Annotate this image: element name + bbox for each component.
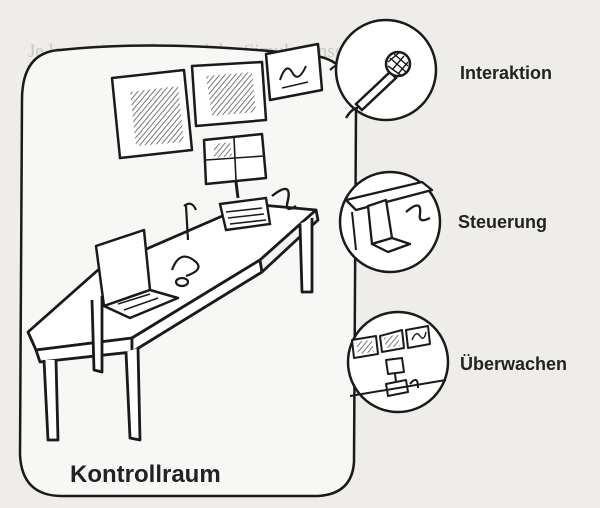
circle-steuerung <box>338 170 442 274</box>
circle-interaktion <box>334 18 438 122</box>
desk-monitor <box>202 132 268 199</box>
desk-keyboard <box>218 187 297 232</box>
label-steuerung: Steuerung <box>458 212 548 232</box>
label-interaktion: Interaktion <box>460 63 553 83</box>
microphone-icon <box>344 50 412 119</box>
label-ueberwachen: Überwachen <box>460 354 568 374</box>
monitor-chart <box>264 42 324 102</box>
desk-laptop <box>94 228 180 320</box>
label-kontrollraum: Kontrollraum <box>70 461 221 488</box>
monitors-icon <box>349 325 447 397</box>
circle-ueberwachen <box>346 310 450 414</box>
laptop-icon <box>344 180 434 254</box>
desk <box>26 202 320 442</box>
wall-monitors <box>110 42 324 160</box>
desk-peripherals <box>170 202 200 288</box>
